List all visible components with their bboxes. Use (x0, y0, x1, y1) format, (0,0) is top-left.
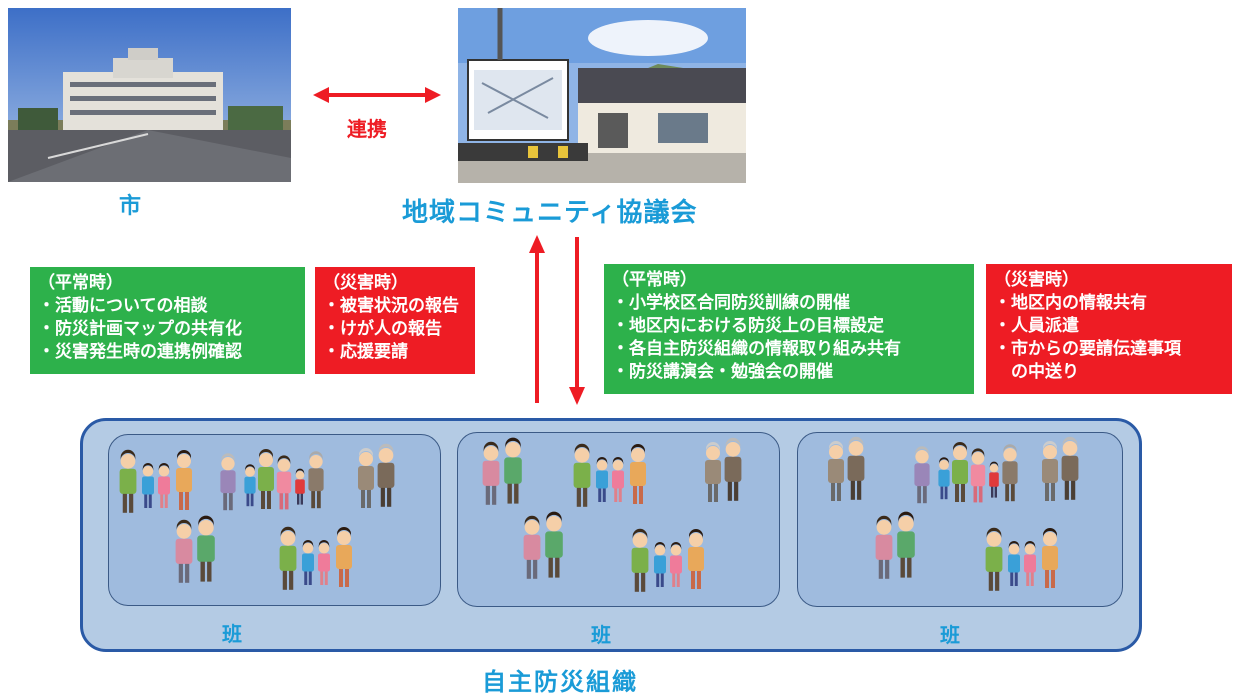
right-disaster-line-2: ・人員派遣 (994, 316, 1079, 336)
left-disaster-line-2: ・けが人の報告 (323, 319, 442, 339)
right-disaster-line-0: （災害時） (994, 270, 1079, 290)
couple-illustration (175, 515, 215, 583)
community-label: 地域コミュニティ協議会 (402, 198, 698, 228)
family-illustration (220, 449, 324, 511)
left-normal-line-3: ・災害発生時の連携例確認 (38, 342, 242, 362)
organization-label: 自主防災組織 (482, 668, 638, 696)
family-illustration (119, 449, 192, 513)
family-illustration (631, 528, 704, 592)
community-center-photo (458, 8, 746, 183)
city-label: 市 (119, 194, 142, 219)
downward-arrow (569, 237, 585, 405)
han-label-1: 班 (222, 622, 242, 646)
elderly-couple-illustration (1042, 436, 1079, 501)
left-normal-box: （平常時） ・活動についての相談 ・防災計画マップの共有化 ・災害発生時の連携例… (30, 267, 305, 374)
link-double-arrow (313, 87, 441, 103)
right-normal-line-1: ・小学校区合同防災訓練の開催 (612, 293, 850, 313)
elderly-couple-illustration (828, 436, 865, 501)
han-label-2: 班 (591, 623, 611, 647)
right-normal-line-3: ・各自主防災組織の情報取り組み共有 (612, 339, 901, 359)
link-label: 連携 (347, 117, 387, 141)
left-normal-line-0: （平常時） (38, 273, 123, 293)
family-illustration (573, 443, 646, 507)
right-normal-line-4: ・防災講演会・勉強会の開催 (612, 362, 833, 382)
right-normal-box: （平常時） ・小学校区合同防災訓練の開催 ・地区内における防災上の目標設定 ・各… (604, 264, 974, 394)
right-disaster-box: （災害時） ・地区内の情報共有 ・人員派遣 ・市からの要請伝達事項 の中送り (986, 264, 1232, 394)
city-hall-photo (8, 8, 291, 182)
elderly-couple-illustration (358, 443, 395, 508)
left-normal-line-2: ・防災計画マップの共有化 (38, 319, 242, 339)
left-disaster-line-3: ・応援要請 (323, 342, 408, 362)
couple-illustration (523, 511, 563, 579)
left-normal-line-1: ・活動についての相談 (38, 296, 208, 316)
right-disaster-line-4: の中送り (994, 362, 1079, 382)
left-disaster-line-0: （災害時） (323, 273, 408, 293)
family-illustration (279, 526, 352, 590)
left-disaster-line-1: ・被害状況の報告 (323, 296, 459, 316)
right-disaster-line-1: ・地区内の情報共有 (994, 293, 1147, 313)
couple-illustration (482, 437, 522, 505)
family-illustration (914, 442, 1018, 504)
elderly-couple-illustration (705, 437, 742, 502)
right-normal-line-2: ・地区内における防災上の目標設定 (612, 316, 884, 336)
upward-arrow (529, 235, 545, 403)
right-normal-line-0: （平常時） (612, 270, 697, 290)
left-disaster-box: （災害時） ・被害状況の報告 ・けが人の報告 ・応援要請 (315, 267, 475, 374)
right-disaster-line-3: ・市からの要請伝達事項 (994, 339, 1181, 359)
family-illustration (985, 527, 1058, 591)
couple-illustration (875, 511, 915, 579)
han-label-3: 班 (940, 623, 960, 647)
